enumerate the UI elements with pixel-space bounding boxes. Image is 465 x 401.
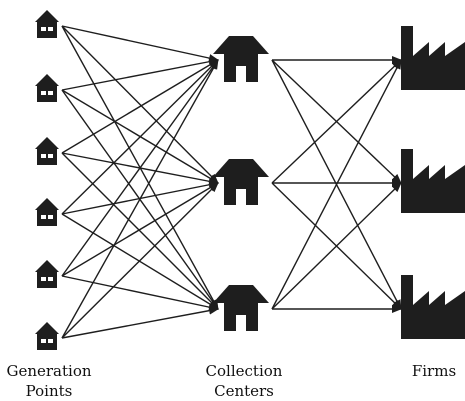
generation-point-5-house-icon xyxy=(35,260,59,288)
node-icons xyxy=(35,10,465,350)
collection-center-1-warehouse-icon xyxy=(213,36,269,82)
generation-point-4-house-icon xyxy=(35,198,59,226)
firms-label-line-1: Firms xyxy=(411,362,457,380)
collection-center-3-warehouse-icon xyxy=(213,285,269,331)
arrow-gen6-to-center1 xyxy=(61,59,219,339)
collection-center-2-warehouse-icon xyxy=(213,159,269,205)
arrow-gen6-to-center3 xyxy=(61,306,219,339)
arrow-center3-to-firm1 xyxy=(271,59,402,310)
generation-point-3-house-icon xyxy=(35,137,59,165)
arrow-gen1-to-center1 xyxy=(61,25,219,62)
firm-3-factory-icon xyxy=(401,275,465,339)
arrow-gen5-to-center3 xyxy=(61,275,219,312)
arrow-gen2-to-center1 xyxy=(61,57,219,91)
collection-centers-label: Collection Centers xyxy=(192,361,296,401)
collection-label-line-2: Centers xyxy=(214,382,274,400)
firms-label: Firms xyxy=(398,361,465,381)
generation-points-label: Generation Points xyxy=(0,361,98,401)
arrow-center2-to-firm1 xyxy=(271,59,402,184)
arrow-gen5-to-center1 xyxy=(61,59,219,277)
firm-2-factory-icon xyxy=(401,149,465,213)
arrow-gen3-to-center3 xyxy=(61,152,219,310)
arrow-gen6-to-center2 xyxy=(61,182,219,339)
generation-label-line-1: Generation xyxy=(6,362,92,380)
arrow-gen4-to-center3 xyxy=(61,213,219,310)
generation-point-6-house-icon xyxy=(35,322,59,350)
arrow-center3-to-firm2 xyxy=(271,182,402,310)
generation-label-line-2: Points xyxy=(25,382,73,400)
arrow-gen4-to-center1 xyxy=(61,59,219,215)
generation-point-2-house-icon xyxy=(35,74,59,102)
firm-1-factory-icon xyxy=(401,26,465,90)
connection-arrows xyxy=(61,25,402,339)
arrow-gen1-to-center2 xyxy=(61,25,219,184)
collection-label-line-1: Collection xyxy=(205,362,283,380)
arrow-gen5-to-center2 xyxy=(61,182,219,277)
arrow-gen3-to-center1 xyxy=(61,59,219,154)
generation-point-1-house-icon xyxy=(35,10,59,38)
